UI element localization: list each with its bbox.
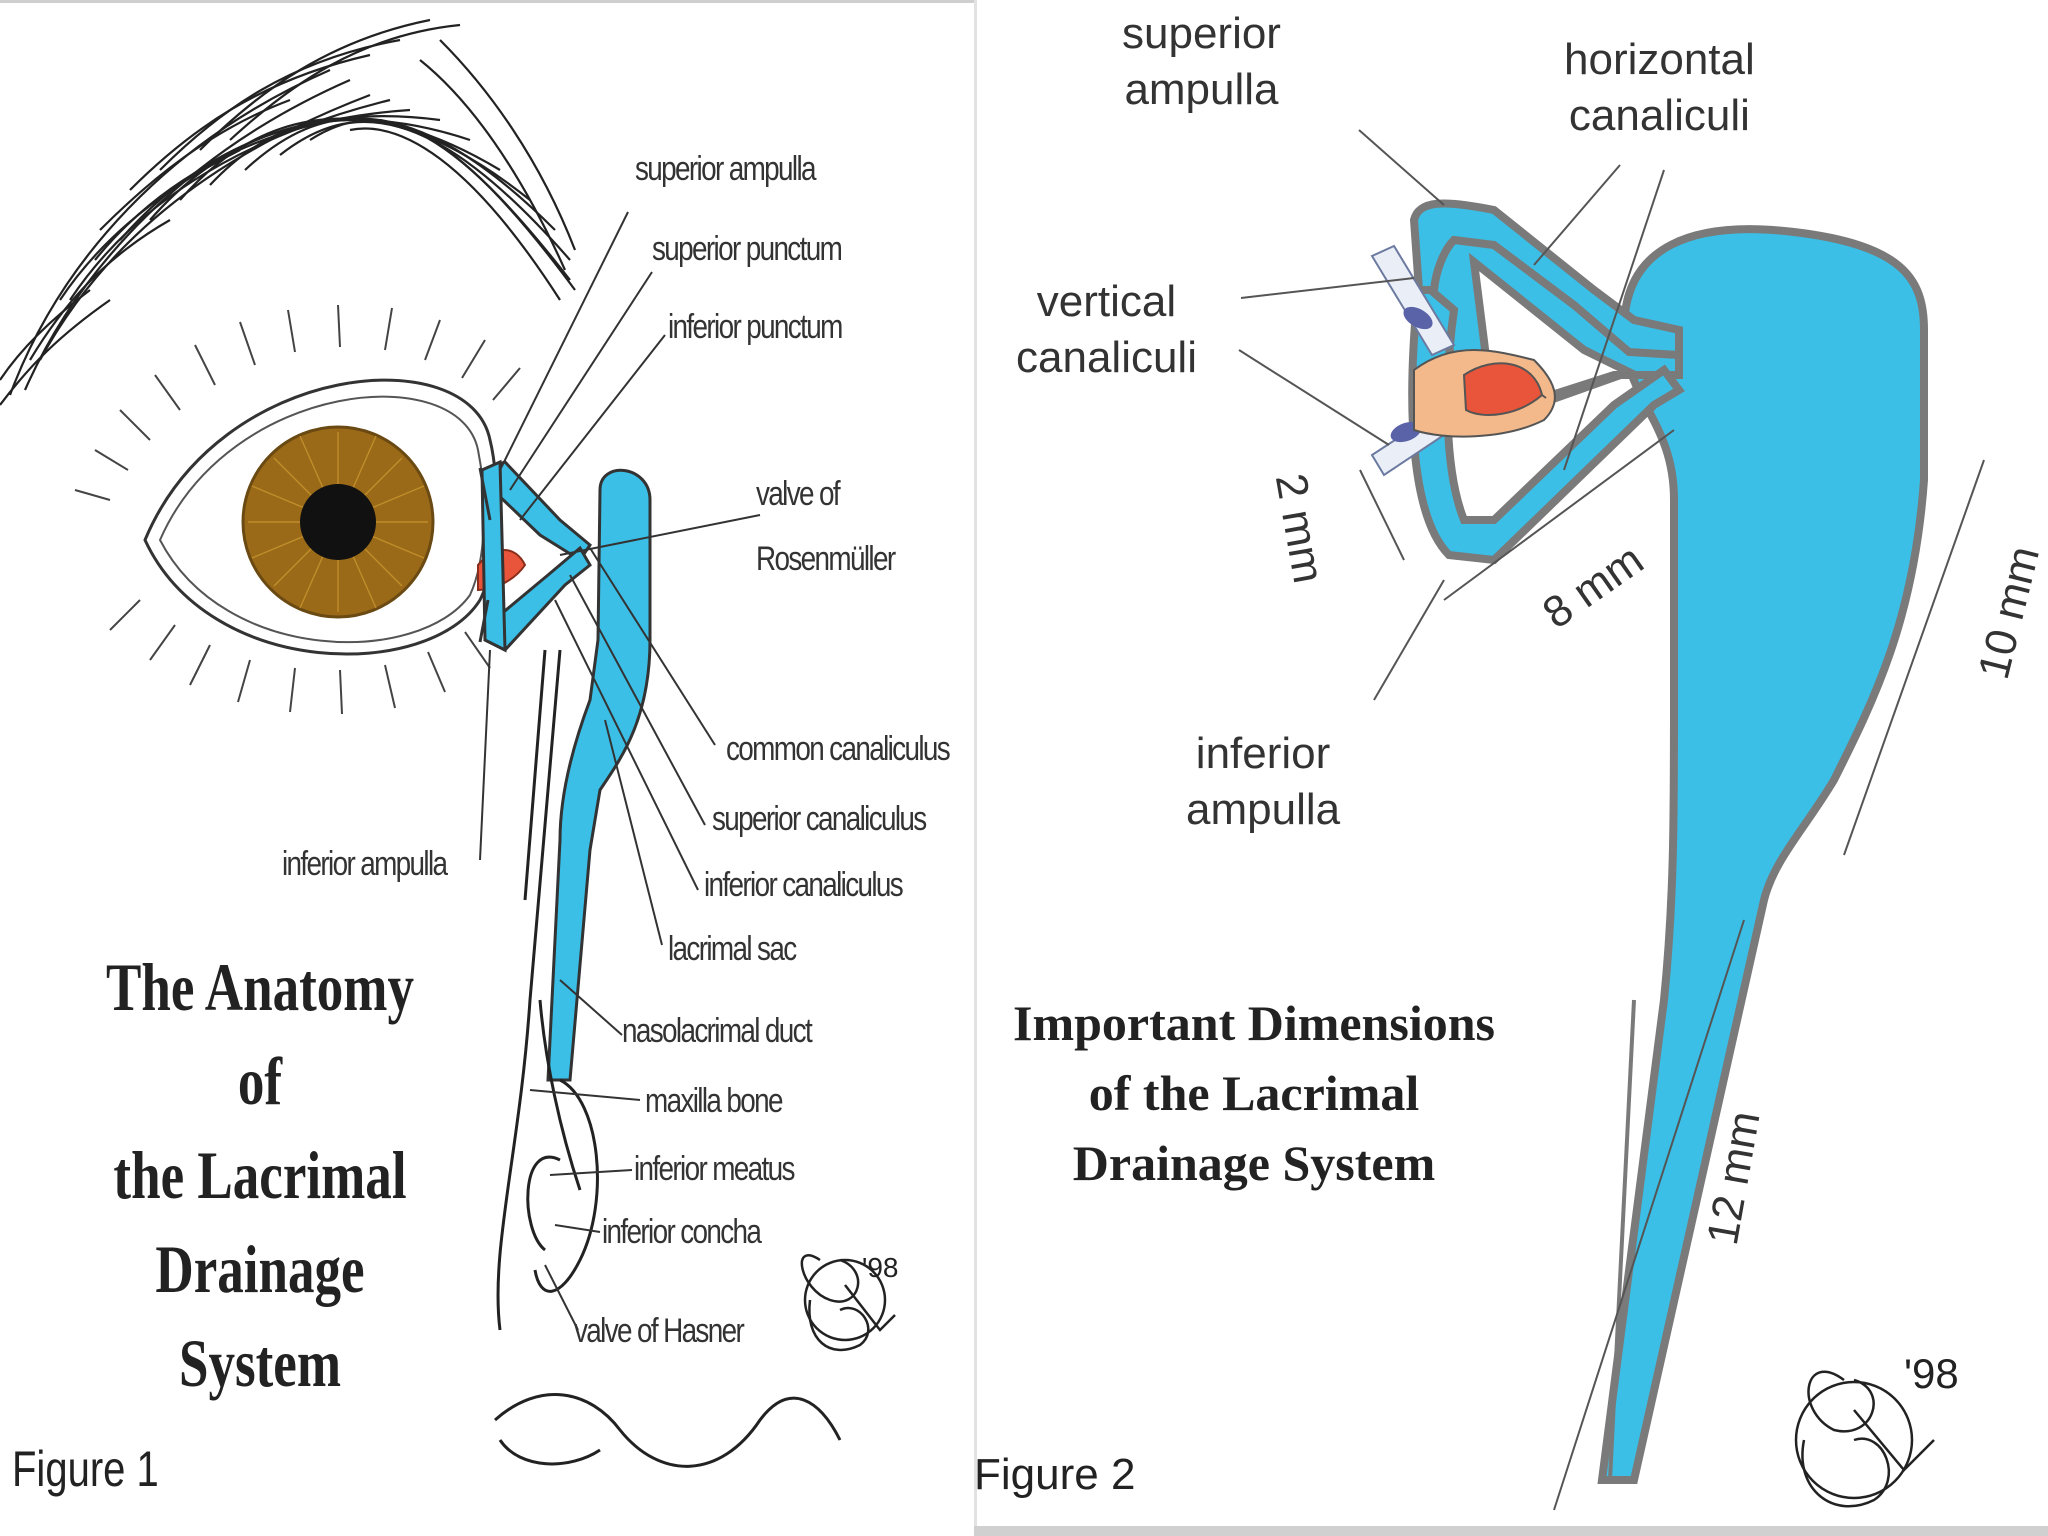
figure-2-title-line-3: Drainage System — [1072, 1135, 1436, 1191]
label-horizontal-canaliculi-line-2: canaliculi — [1568, 91, 1750, 140]
label-inferior-ampulla-2: inferior ampulla — [1186, 726, 1340, 838]
label-superior-punctum: superior punctum — [652, 230, 843, 268]
figure-1-label: Figure 1 — [12, 1441, 159, 1497]
figure-2-illustration — [1238, 129, 1985, 1511]
signature-1 — [800, 1254, 896, 1352]
label-inferior-punctum: inferior punctum — [668, 308, 843, 346]
figure-1-title-line-3: Drainage System — [155, 1231, 365, 1401]
label-nasolacrimal-duct: nasolacrimal duct — [622, 1012, 813, 1050]
upper-eyelashes — [74, 304, 521, 501]
lower-eyelashes — [109, 599, 491, 715]
lacrimal-sac-and-duct — [1597, 225, 1928, 1484]
signature-2-year: '98 — [1904, 1350, 1959, 1397]
label-inferior-concha: inferior concha — [602, 1213, 762, 1251]
label-inferior-meatus: inferior meatus — [634, 1150, 795, 1188]
label-inferior-ampulla-2-line-1: inferior — [1195, 729, 1331, 778]
label-superior-ampulla-2: superior ampulla — [1122, 6, 1281, 118]
label-lacrimal-sac: lacrimal sac — [668, 930, 797, 968]
figure-1-title-line-2: the Lacrimal — [113, 1137, 407, 1213]
label-rosenmuller: Rosenmüller — [756, 540, 896, 578]
signature-2 — [1794, 1370, 1935, 1508]
label-maxilla-bone: maxilla bone — [645, 1082, 783, 1120]
figure-2-title-line-1: Important Dimensions — [1013, 995, 1495, 1051]
label-vertical-canaliculi: vertical canaliculi — [1016, 274, 1197, 386]
nose-outline — [494, 649, 842, 1468]
figure-1-title: The Anatomy of the Lacrimal Drainage Sys… — [88, 940, 431, 1410]
figure-1-illustration — [0, 18, 896, 1468]
dimension-lines — [1359, 429, 1985, 1511]
label-inferior-ampulla-2-line-2: ampulla — [1186, 785, 1341, 834]
lacrimal-sac — [546, 468, 652, 1082]
label-superior-ampulla-2-line-1: superior — [1122, 9, 1281, 58]
label-horizontal-canaliculi: horizontal canaliculi — [1564, 32, 1755, 144]
label-valve-of: valve of — [756, 475, 841, 513]
label-superior-ampulla: superior ampulla — [635, 150, 817, 188]
figure-1-panel: superior ampulla superior punctum inferi… — [0, 0, 974, 1536]
label-vertical-canaliculi-line-1: vertical — [1036, 277, 1177, 326]
label-valve-of-hasner: valve of Hasner — [574, 1312, 745, 1350]
figure-2-title: Important Dimensions of the Lacrimal Dra… — [974, 988, 1534, 1198]
leader-lines — [479, 211, 761, 1331]
pupil — [300, 484, 376, 560]
top-border — [0, 0, 974, 3]
figure-2-panel: superior ampulla horizontal canaliculi v… — [974, 0, 2048, 1536]
canaliculi-system — [479, 459, 592, 653]
figure-2-label: Figure 2 — [974, 1450, 1136, 1499]
label-inferior-ampulla: inferior ampulla — [282, 845, 448, 883]
figure-2-title-line-2: of the Lacrimal — [1088, 1065, 1420, 1121]
leader-lines-2 — [1238, 129, 1665, 701]
label-vertical-canaliculi-line-2: canaliculi — [1016, 333, 1197, 382]
signature-1-year: '98 — [862, 1252, 899, 1283]
eyebrow — [0, 18, 577, 406]
label-horizontal-canaliculi-line-1: horizontal — [1564, 35, 1755, 84]
label-common-canaliculus: common canaliculus — [726, 730, 951, 768]
figure-1-title-line-1: The Anatomy of — [106, 949, 414, 1119]
label-superior-canaliculus: superior canaliculus — [712, 800, 927, 838]
label-inferior-canaliculus: inferior canaliculus — [704, 866, 904, 904]
bottom-border — [974, 1526, 2048, 1536]
label-superior-ampulla-2-line-2: ampulla — [1124, 65, 1279, 114]
panel-divider — [974, 0, 977, 1536]
